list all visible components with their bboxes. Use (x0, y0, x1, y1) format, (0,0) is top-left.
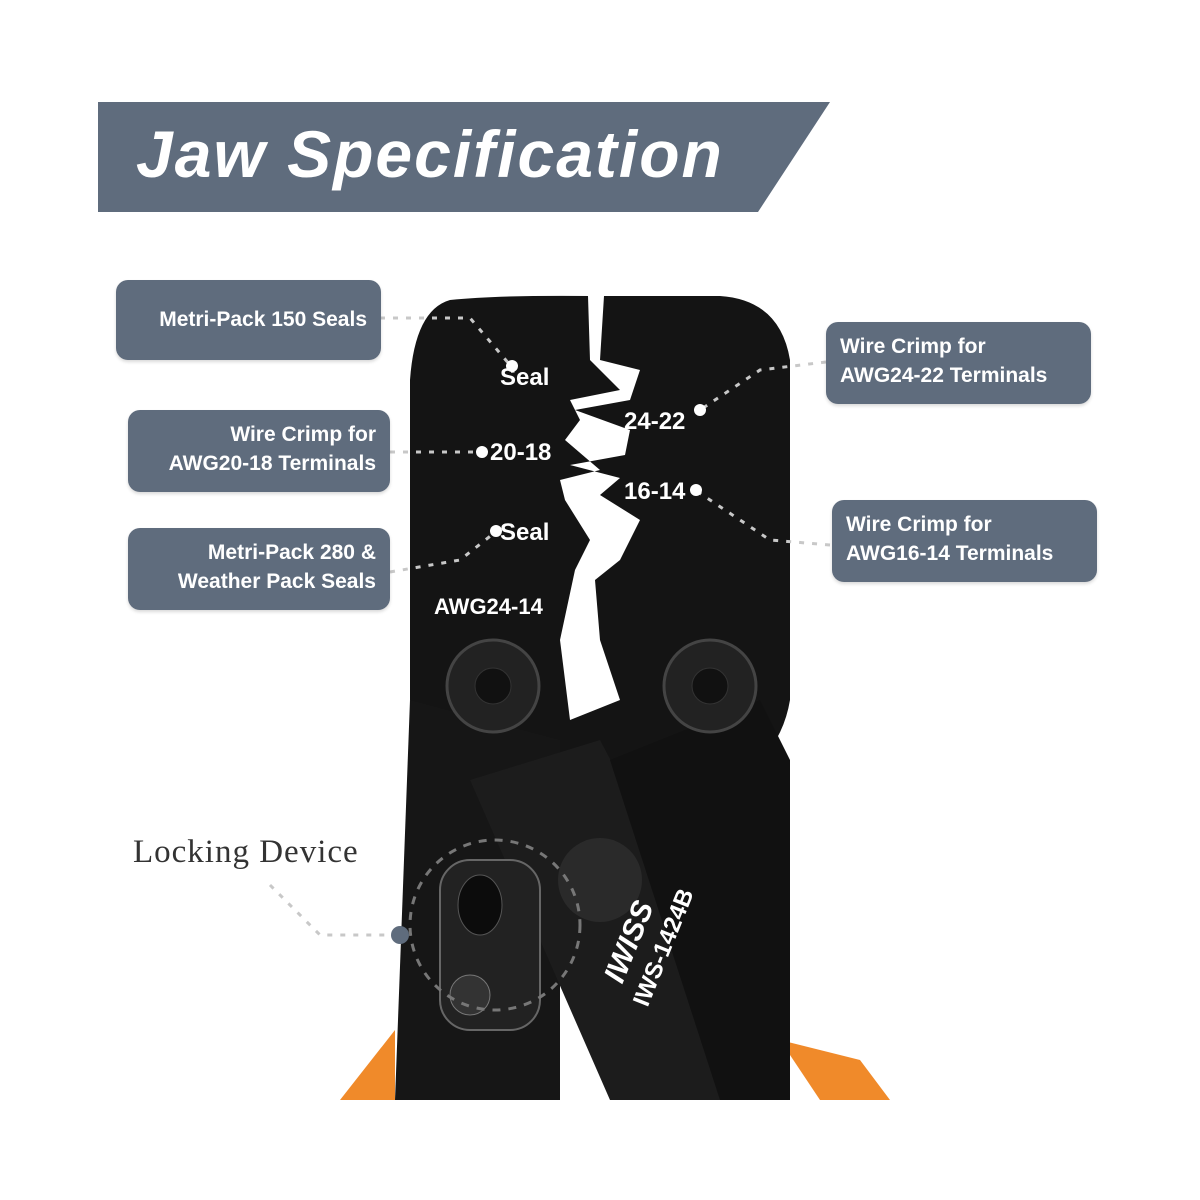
marking-seal-bottom: Seal (500, 519, 550, 546)
label-line-1: Metri-Pack 280 & (207, 541, 376, 564)
title-banner: Jaw Specification (98, 102, 830, 212)
label-line-2: AWG20-18 Terminals (168, 452, 376, 475)
label-locking-device: Locking Device (133, 834, 359, 870)
locking-highlight-circle (408, 838, 582, 1012)
label-line-2: Weather Pack Seals (177, 570, 376, 593)
page-title: Jaw Specification (136, 117, 724, 191)
handle-grip-right (780, 1040, 890, 1100)
marking-16-14: 16-14 (624, 478, 686, 505)
label-line-2: AWG24-22 Terminals (840, 364, 1048, 387)
marking-24-22: 24-22 (624, 408, 686, 435)
label-awg16-14: Wire Crimp for AWG16-14 Terminals (832, 500, 1097, 582)
marking-20-18: 20-18 (490, 439, 552, 466)
marking-awg-range: AWG24-14 (434, 594, 543, 619)
label-text: Metri-Pack 150 Seals (159, 308, 367, 331)
locking-pointer-dot (391, 926, 409, 944)
handle-grip-left (340, 1030, 395, 1100)
label-metri-pack-280: Metri-Pack 280 & Weather Pack Seals (128, 528, 390, 610)
label-line-1: Wire Crimp for (840, 335, 986, 358)
banner-shape (98, 102, 830, 212)
jaw-gap (560, 296, 640, 720)
right-handle (610, 700, 790, 1100)
label-metri-pack-150: Metri-Pack 150 Seals (116, 280, 381, 360)
marking-seal-top: Seal (500, 364, 550, 391)
label-awg24-22: Wire Crimp for AWG24-22 Terminals (826, 322, 1091, 404)
label-line-2: AWG16-14 Terminals (846, 542, 1054, 565)
handle-pivot (558, 838, 642, 922)
leader-lines (268, 316, 831, 937)
label-line-1: Wire Crimp for (230, 423, 376, 446)
label-line-1: Wire Crimp for (846, 513, 992, 536)
label-awg20-18: Wire Crimp for AWG20-18 Terminals (128, 410, 390, 492)
